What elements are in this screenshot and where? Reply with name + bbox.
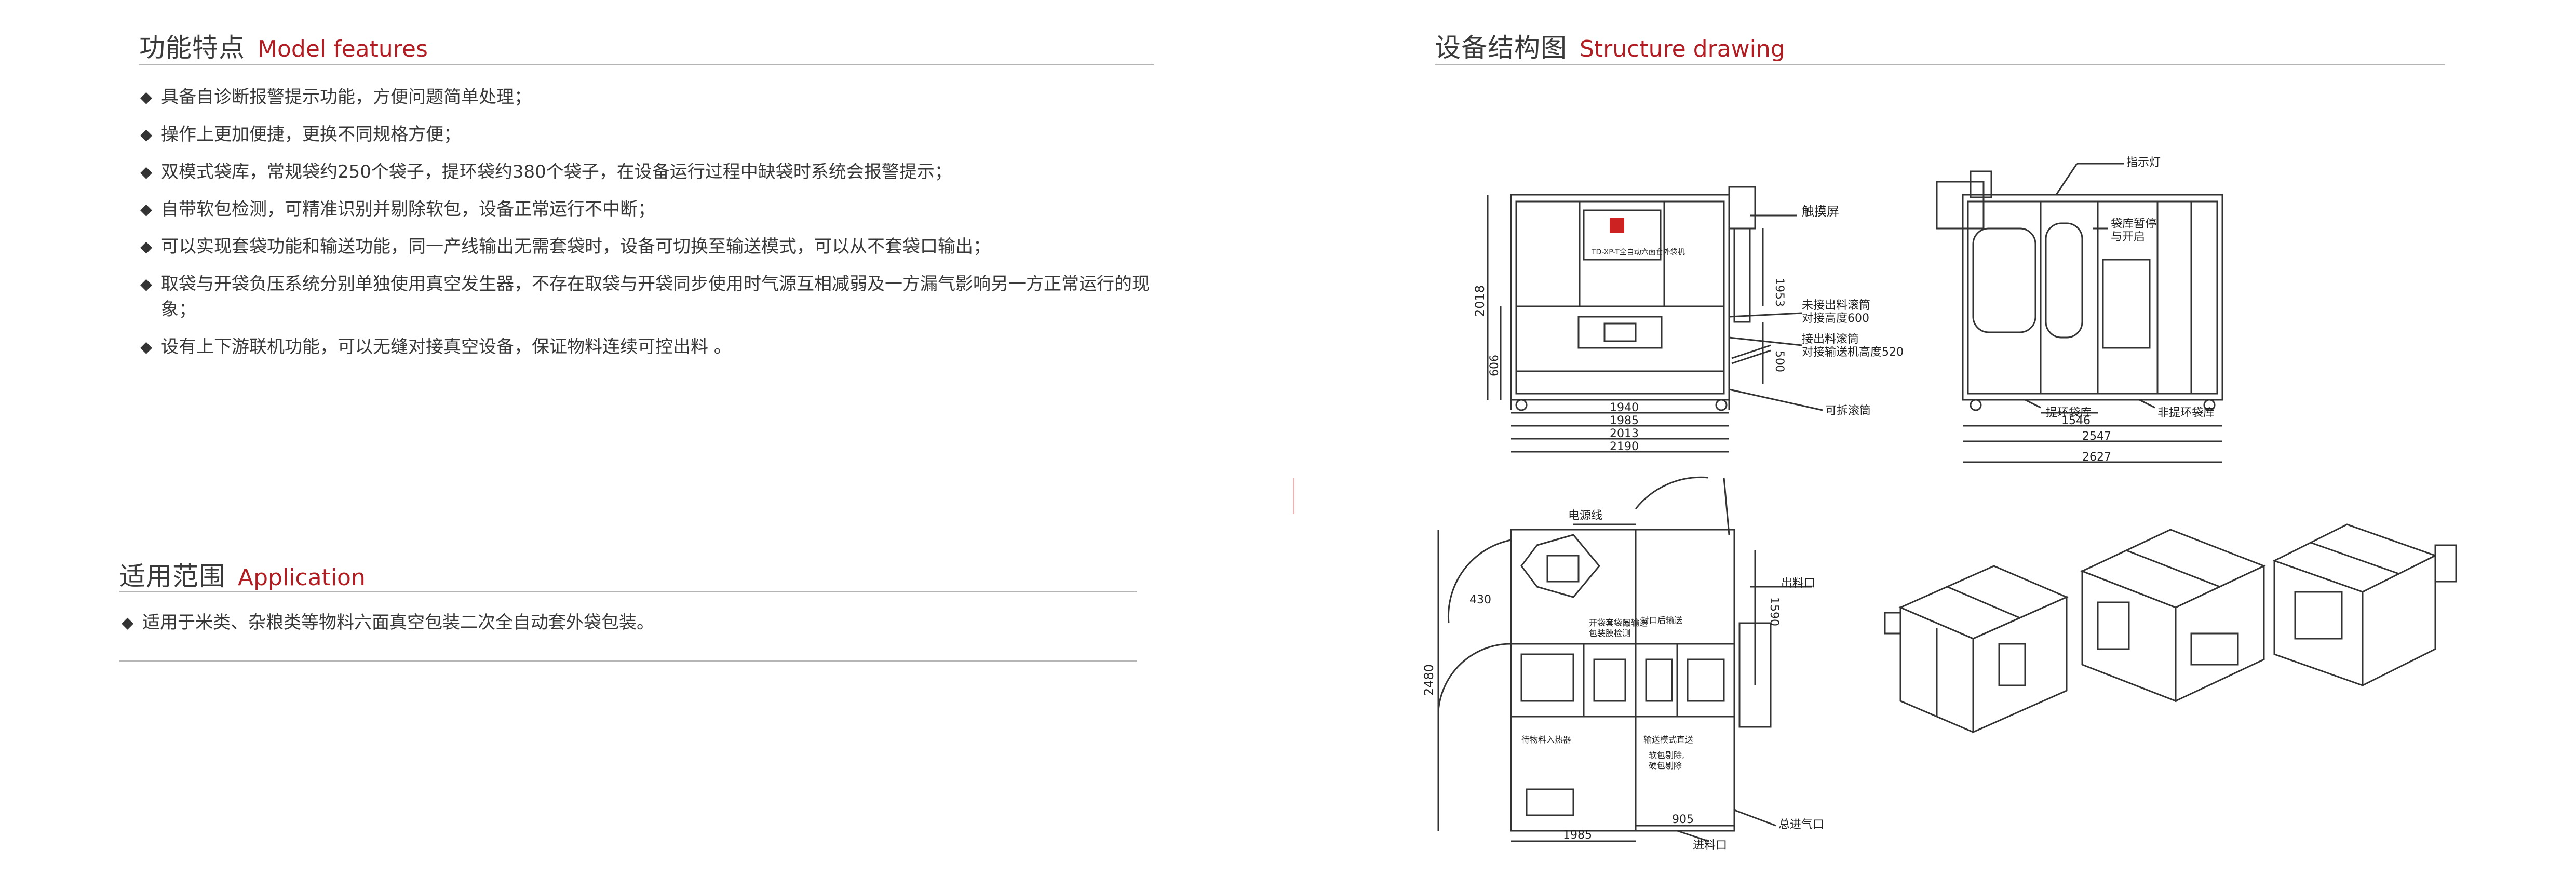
features-list: 具备自诊断报警提示功能，方便问题简单处理； 操作上更加便捷，更换不同规格方便； … (140, 85, 1158, 372)
top-callout-2: 出料口 (1781, 577, 1815, 590)
top-callout-6: 输送模式直送 (1643, 735, 1693, 745)
structure-header: 设备结构图 Structure drawing (1435, 27, 1785, 64)
structure-divider (1435, 64, 2445, 65)
top-callout-3: 总进气口 (1778, 818, 1824, 831)
application-list: 适用于米类、杂粮类等物料六面真空包装二次全自动套外袋包装。 (122, 610, 1139, 647)
front-view-drawing: TD-XP-T全自动六面套外袋机 触摸屏 未接出料滚筒 对接高度600 接出料滚… (1473, 186, 1904, 453)
top-callout-1: 电源线 (1568, 509, 1602, 522)
front-callout-2: 未接出料滚筒 (1802, 299, 1870, 312)
top-dim-3: 1590 (1768, 597, 1781, 626)
page-fold-mark (1293, 478, 1294, 514)
application-header: 适用范围 Application (119, 556, 366, 593)
front-callout-1: 触摸屏 (1802, 204, 1839, 219)
top-callout-11: 包装膜检测 (1589, 628, 1630, 638)
side-callout-2: 袋库暂停 (2111, 218, 2156, 231)
application-title-en: Application (238, 564, 366, 591)
features-title-zh: 功能特点 (139, 33, 245, 63)
front-dim-w4: 2190 (1610, 440, 1639, 453)
feature-item-7: 设有上下游联机功能，可以无缝对接真空设备，保证物料连续可控出料 。 (140, 334, 1158, 360)
isometric-views-drawing (1884, 523, 2457, 734)
front-callout-3: 对接高度600 (1802, 312, 1869, 325)
front-dim-low: 606 (1488, 355, 1501, 376)
features-divider (139, 64, 1154, 65)
side-callout-4: 提环袋库 (2046, 407, 2092, 420)
top-callout-10: 开袋套袋与 (1589, 618, 1630, 628)
side-dim-2: 2547 (2082, 430, 2111, 443)
top-callout-9: 封口后输送 (1641, 615, 1682, 625)
front-dim-w1: 1940 (1610, 401, 1639, 414)
top-dim-5: 1985 (1563, 829, 1592, 842)
feature-item-1: 具备自诊断报警提示功能，方便问题简单处理； (140, 85, 1158, 110)
side-dim-3: 2627 (2082, 451, 2111, 464)
side-callout-1: 指示灯 (2126, 156, 2161, 169)
front-machine-label: TD-XP-T全自动六面套外袋机 (1591, 248, 1685, 257)
front-dim-screen: 1953 (1773, 278, 1786, 307)
feature-item-6: 取袋与开袋负压系统分别单独使用真空发生器，不存在取袋与开袋同步使用时气源互相减弱… (140, 272, 1158, 322)
side-callout-3: 与开启 (2111, 231, 2145, 244)
structure-title-en: Structure drawing (1580, 36, 1785, 62)
front-callout-4: 接出料滚筒 (1802, 333, 1859, 346)
application-title-zh: 适用范围 (119, 561, 225, 591)
top-callout-12: 回输送 (1623, 618, 1648, 628)
features-title-en: Model features (258, 36, 428, 62)
front-callout-6: 可拆滚筒 (1825, 404, 1871, 417)
structure-title-zh: 设备结构图 (1435, 33, 1567, 63)
top-dim-2: 2480 (1422, 664, 1436, 696)
front-callout-5: 对接输送机高度520 (1802, 346, 1904, 359)
feature-item-4: 自带软包检测，可精准识别并剔除软包，设备正常运行不中断； (140, 197, 1158, 222)
side-dim-1: 1546 (2061, 414, 2091, 427)
top-dim-4: 905 (1672, 813, 1694, 826)
features-header: 功能特点 Model features (139, 27, 428, 64)
side-view-drawing: 指示灯 袋库暂停 与开启 提环袋库 非提环袋库 1546 2547 2627 (1936, 156, 2223, 464)
top-view-drawing: 电源线 出料口 总进气口 进料口 待物料入热器 输送模式直送 软包剔除, 硬包剔… (1422, 476, 1824, 852)
top-callout-5: 待物料入热器 (1521, 735, 1571, 745)
top-callout-7: 软包剔除, (1649, 750, 1684, 760)
front-dim-w3: 2013 (1610, 427, 1639, 440)
logo-badge-icon (1610, 218, 1624, 233)
feature-item-3: 双模式袋库，常规袋约250个袋子，提环袋约380个袋子，在设备运行过程中缺袋时系… (140, 159, 1158, 185)
application-item-1: 适用于米类、杂粮类等物料六面真空包装二次全自动套外袋包装。 (122, 610, 1139, 636)
front-dim-out: 500 (1773, 350, 1786, 372)
top-dim-1: 430 (1469, 593, 1491, 606)
application-bottom-divider (119, 660, 1137, 662)
front-dim-height: 2018 (1473, 285, 1487, 317)
side-callout-5: 非提环袋库 (2157, 407, 2215, 420)
top-callout-4: 进料口 (1693, 839, 1727, 852)
application-divider (119, 591, 1137, 592)
top-callout-8: 硬包剔除 (1649, 761, 1682, 771)
feature-item-2: 操作上更加便捷，更换不同规格方便； (140, 122, 1158, 147)
front-dim-w2: 1985 (1610, 414, 1639, 427)
feature-item-5: 可以实现套袋功能和输送功能，同一产线输出无需套袋时，设备可切换至输送模式，可以从… (140, 234, 1158, 260)
